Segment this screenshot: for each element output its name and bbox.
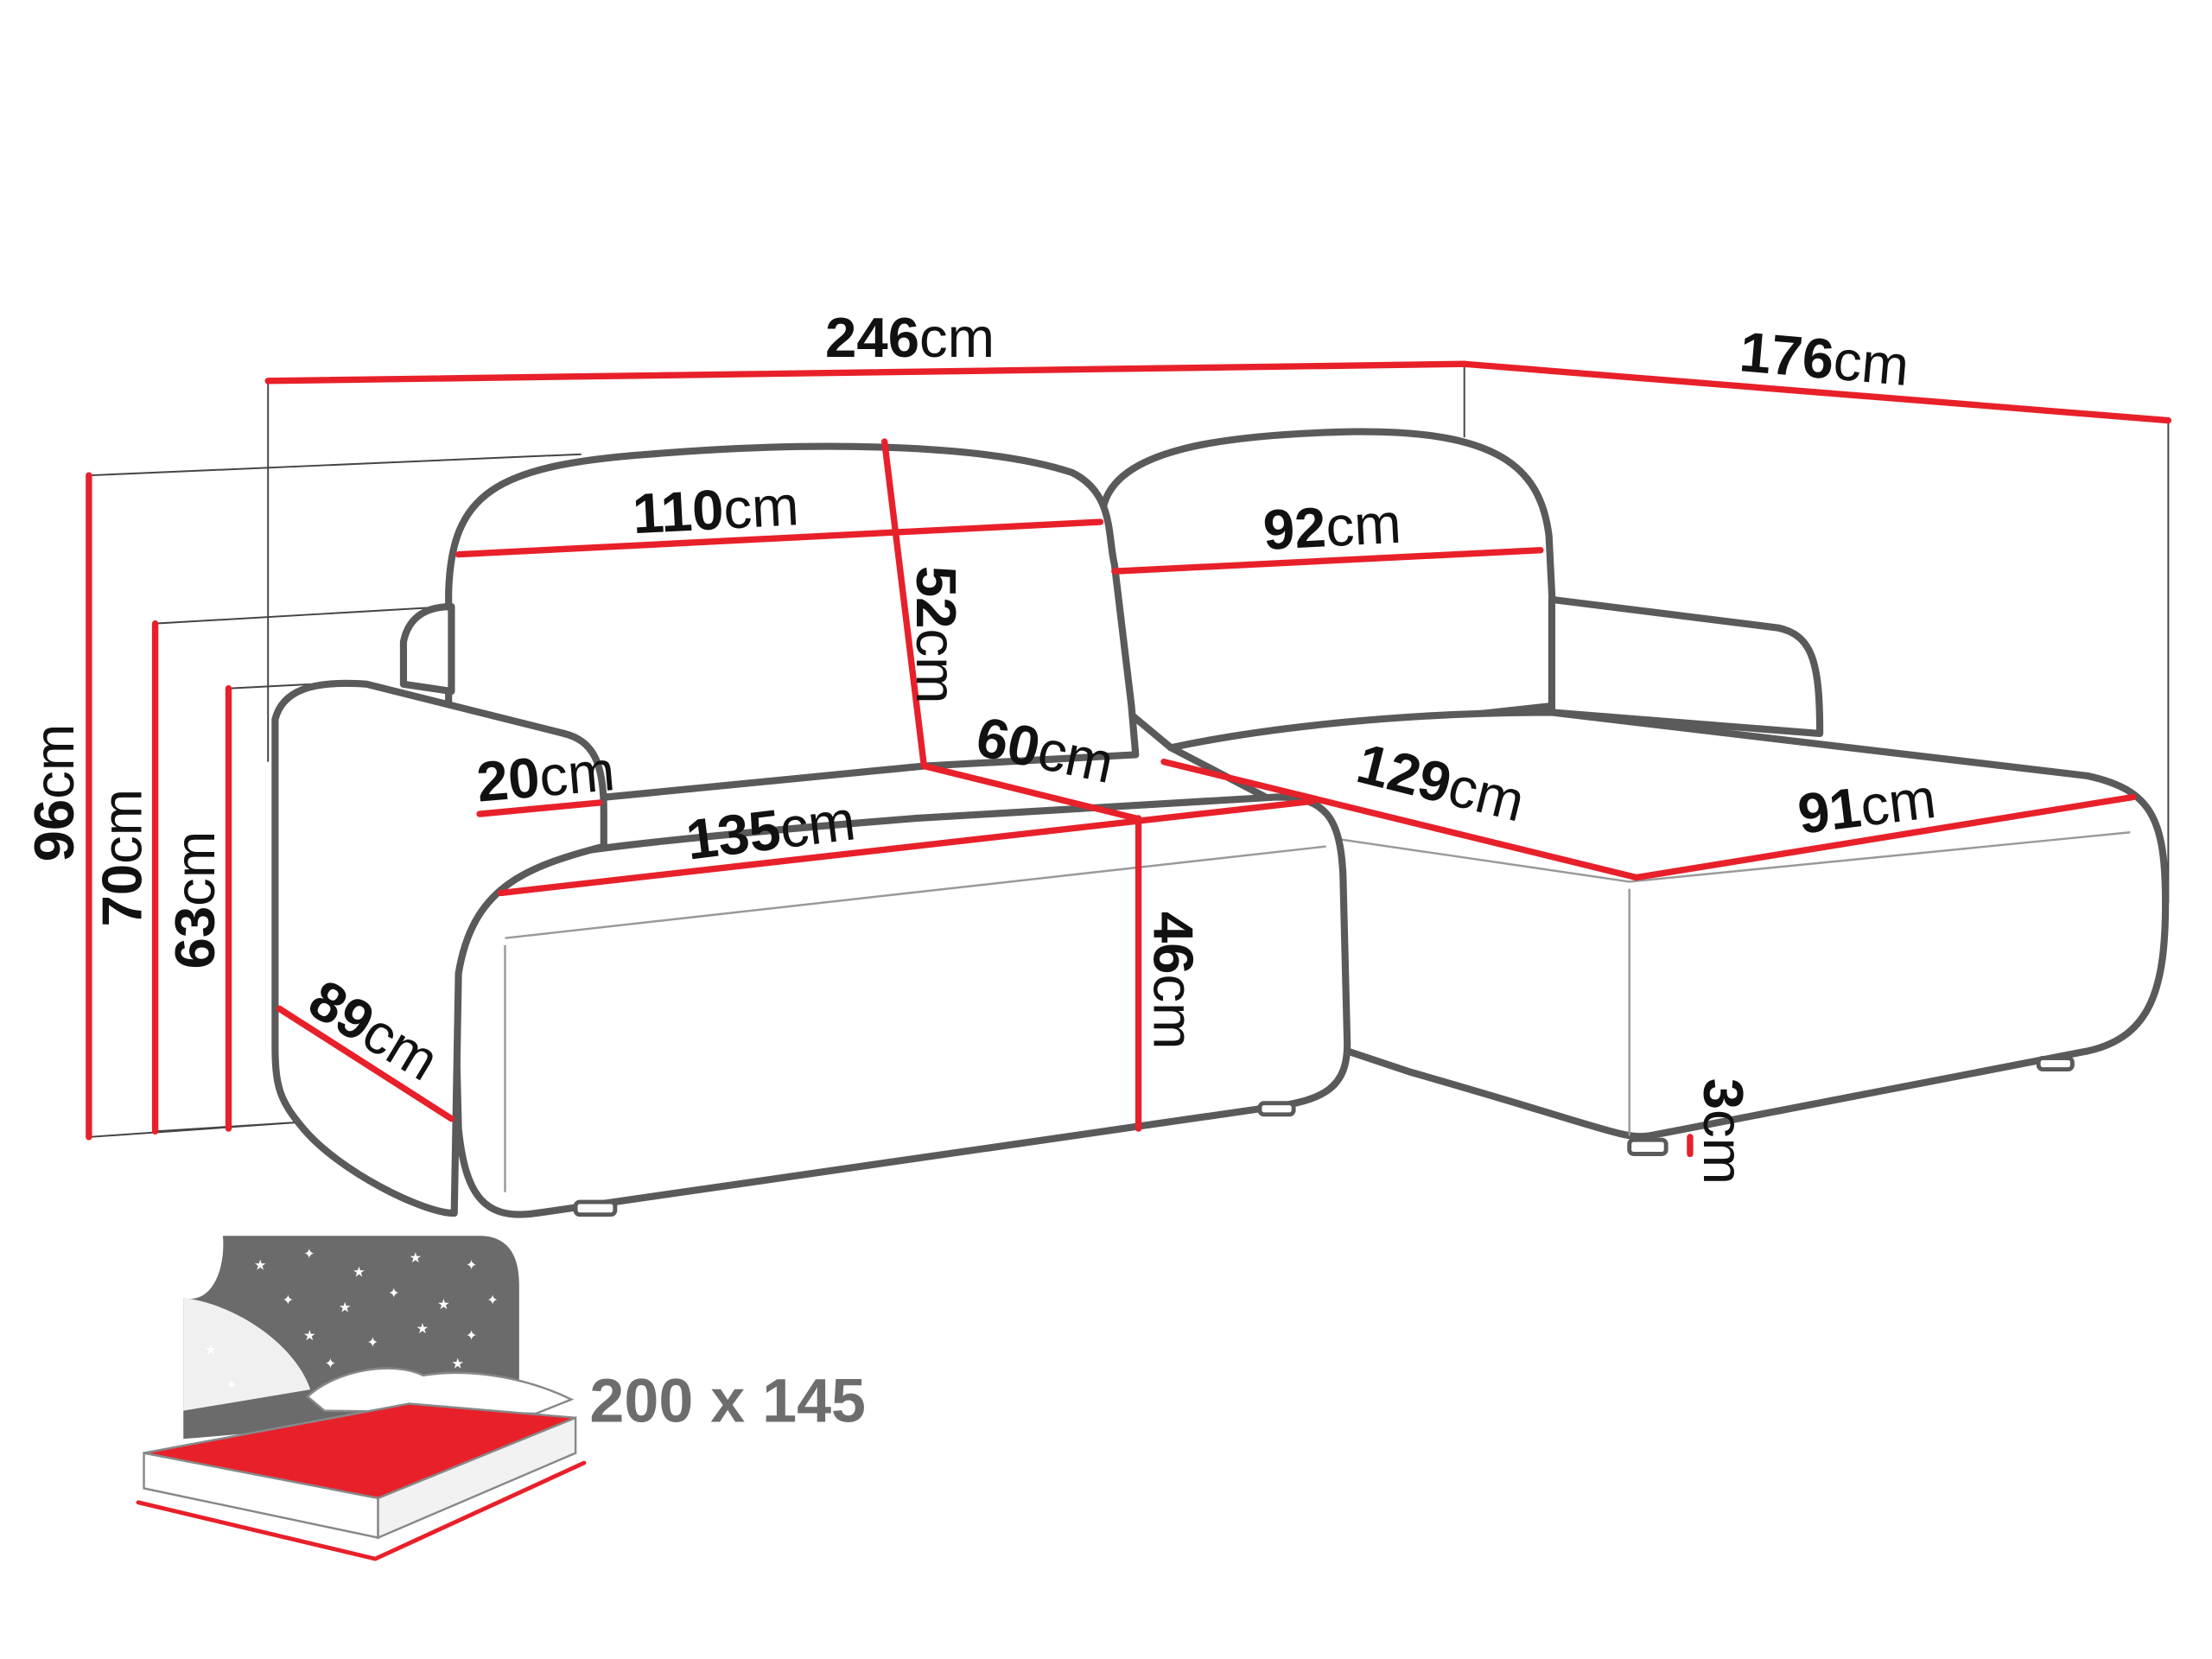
- svg-text:★: ★: [254, 1256, 267, 1273]
- svg-text:✦: ✦: [486, 1292, 499, 1308]
- svg-text:★: ★: [409, 1249, 422, 1266]
- svg-text:✦: ✦: [283, 1292, 295, 1308]
- svg-text:✦: ✦: [303, 1245, 315, 1262]
- dim-line-246: [264, 360, 1468, 385]
- dim-line-89: [276, 1005, 455, 1122]
- label-back-height: 52cm: [905, 566, 968, 704]
- label-height-back: 70cm: [90, 789, 153, 927]
- sofa-drawing: [271, 428, 2170, 1218]
- label-seat-depth: 60cm: [971, 704, 1119, 795]
- label-chaise-width: 91cm: [1795, 766, 1939, 846]
- label-height-total: 96cm: [22, 724, 86, 862]
- svg-text:✦: ✦: [466, 1256, 478, 1273]
- svg-text:★: ★: [339, 1299, 352, 1315]
- label-leg-height: 3cm: [1692, 1078, 1755, 1185]
- svg-text:✦: ✦: [325, 1356, 337, 1372]
- svg-text:★: ★: [205, 1341, 218, 1357]
- dim-line-110: [454, 518, 1104, 558]
- svg-text:★: ★: [451, 1356, 464, 1372]
- dim-line-129: [1160, 758, 1640, 881]
- dimension-labels: 246cm 176cm 110cm 92cm 52cm 20cm 60cm 13…: [22, 306, 1939, 1185]
- svg-text:✦: ✦: [466, 1327, 478, 1344]
- label-total-width: 246cm: [825, 306, 995, 369]
- svg-text:★: ★: [303, 1327, 316, 1344]
- label-seat-height: 46cm: [1142, 912, 1205, 1050]
- dim-line-135: [497, 798, 1316, 897]
- dim-line-60: [920, 762, 1139, 822]
- svg-text:★: ★: [353, 1264, 365, 1281]
- leader-lines: [88, 364, 2170, 1138]
- dim-line-20: [476, 799, 603, 817]
- dim-line-176: [1461, 360, 2172, 424]
- bed-size-label: 200 x 145: [589, 1367, 866, 1436]
- dim-line-91: [1633, 793, 2137, 881]
- label-chaise-depth: 176cm: [1738, 320, 1912, 397]
- dimension-lines: [86, 360, 2172, 1158]
- label-back-left-width: 110cm: [631, 474, 800, 545]
- label-height-arm: 63cm: [163, 831, 226, 969]
- sleeping-function-icon: ★✦★★✦ ✦★✦★✦ ★✦★✦ ★✦✦★: [136, 1236, 587, 1561]
- svg-text:★: ★: [416, 1320, 429, 1337]
- svg-text:✦: ✦: [388, 1285, 400, 1301]
- label-seat-width: 135cm: [683, 788, 858, 871]
- svg-text:✦: ✦: [366, 1334, 378, 1351]
- dim-line-52: [881, 438, 928, 770]
- svg-text:✦: ✦: [226, 1376, 238, 1393]
- label-back-right-width: 92cm: [1262, 492, 1402, 562]
- dim-line-92: [1111, 547, 1544, 575]
- svg-text:★: ★: [437, 1296, 450, 1313]
- label-armrest-width: 20cm: [474, 739, 617, 814]
